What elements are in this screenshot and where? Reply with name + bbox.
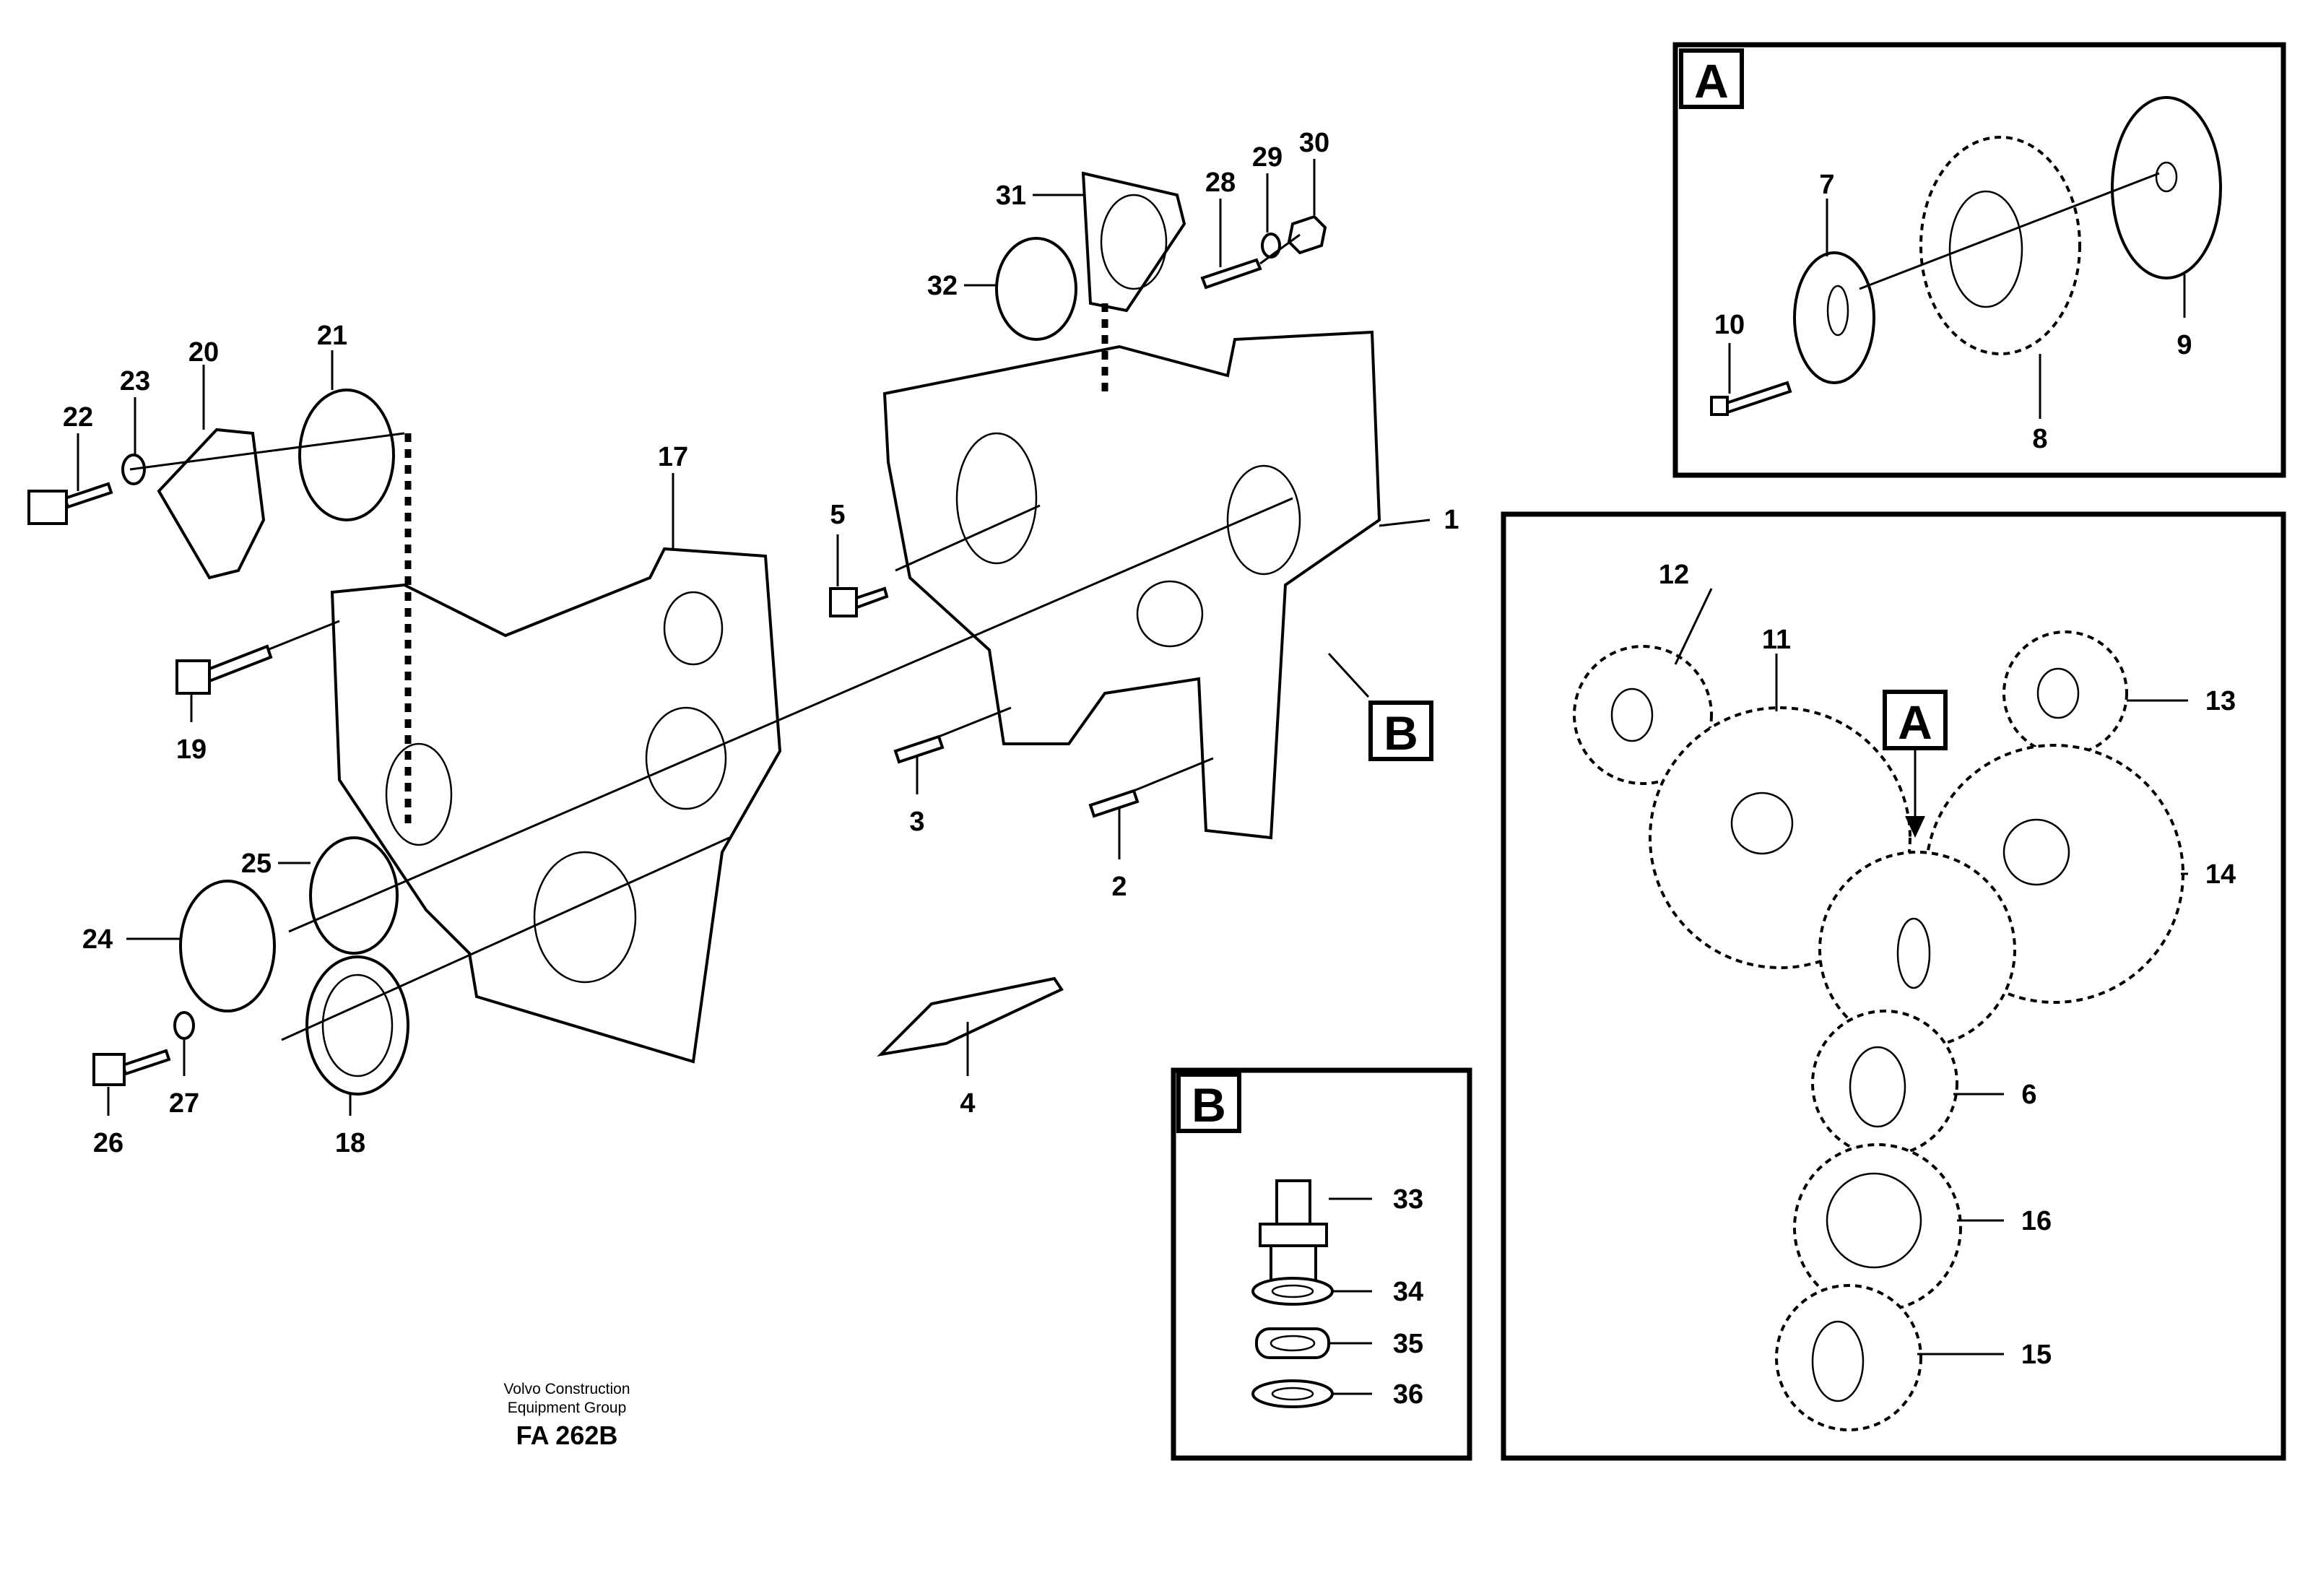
casing-b-ref-box (1368, 701, 1433, 761)
callout-33: 33 (1393, 1184, 1423, 1215)
seal-35-icon (1255, 1327, 1330, 1359)
callout-24: 24 (82, 924, 113, 955)
callout-17: 17 (658, 442, 688, 472)
callout-13: 13 (2205, 686, 2236, 716)
footer: Volvo Construction Equipment Group FA 26… (503, 1381, 630, 1450)
callout-21: 21 (317, 321, 347, 351)
callout-20: 20 (188, 337, 219, 368)
callout-5: 5 (830, 500, 845, 530)
gear-train-frame (1501, 511, 2286, 1461)
detail-a-label-box (1679, 48, 1744, 109)
callout-4: 4 (960, 1088, 975, 1119)
callout-19: 19 (176, 734, 207, 765)
washer-27-icon (173, 1011, 195, 1040)
callout-30: 30 (1299, 128, 1329, 158)
bolt-26-icon (121, 1049, 171, 1076)
callout-11: 11 (1762, 625, 1791, 655)
sealant-tube-4-icon (877, 976, 1064, 1057)
gear-8-bore (1948, 190, 2023, 308)
figure-code: FA 262B (516, 1421, 618, 1450)
detail-a-frame (1672, 42, 2286, 478)
casing-b-ref-label: B (1384, 706, 1418, 760)
bolt-19-head (175, 659, 211, 695)
callout-25: 25 (241, 849, 272, 879)
callout-16: 16 (2021, 1206, 2052, 1236)
detail-b-panel: B 33 34 35 36 (1171, 1067, 1472, 1461)
callout-35: 35 (1393, 1329, 1423, 1359)
hub-7-slot (1826, 285, 1849, 337)
washer-36-icon (1251, 1379, 1334, 1408)
cover-31-icon (1081, 171, 1186, 313)
o-ring-21-icon (298, 389, 395, 521)
thrust-plate-hole (2155, 161, 2178, 193)
callout-7: 7 (1819, 170, 1834, 200)
callout-1: 1 (1444, 505, 1459, 535)
footer-line-1: Volvo Construction (503, 1381, 630, 1397)
gear-train-panel: A 12 11 13 14 6 16 15 (1501, 511, 2286, 1461)
stud-28-icon (1200, 258, 1262, 290)
washer-29-icon (1261, 233, 1281, 259)
callout-2: 2 (1111, 872, 1127, 902)
callout-15: 15 (2021, 1340, 2052, 1370)
callout-26: 26 (93, 1128, 123, 1158)
bolt-10-head (1710, 396, 1729, 416)
sensor-33-icon (1275, 1179, 1311, 1226)
o-ring-25-icon (309, 836, 399, 955)
thrust-plate-9-icon (2111, 96, 2222, 279)
callout-3: 3 (909, 807, 924, 837)
gear-13-icon (2002, 630, 2128, 756)
callout-22: 22 (63, 402, 93, 433)
detail-b-label: B (1192, 1078, 1226, 1132)
detail-b-label-box (1176, 1072, 1241, 1133)
bolt-22-head (27, 490, 68, 525)
washer-34-icon (1251, 1277, 1334, 1306)
callout-36: 36 (1393, 1379, 1423, 1410)
detail-b-frame (1171, 1067, 1472, 1461)
dowel-pin-2-icon (1088, 789, 1140, 818)
sensor-33-hex (1259, 1223, 1328, 1247)
gear-a-ref-label: A (1898, 695, 1932, 749)
detail-a-panel: A 7 8 9 10 (1672, 42, 2286, 478)
callout-34: 34 (1393, 1277, 1423, 1307)
main-exploded-view: B 1 2 3 4 5 17 18 19 20 21 22 23 24 25 2… (27, 128, 1459, 1158)
bolt-26-head (92, 1053, 126, 1086)
o-ring-32-icon (995, 237, 1077, 341)
assembly-axis-a (1859, 172, 2160, 290)
gear-8-icon (1919, 136, 2081, 355)
gear-16-icon (1793, 1143, 1962, 1312)
gear-6-icon (1811, 1010, 1958, 1157)
cover-20-icon (157, 428, 266, 580)
callout-29: 29 (1252, 142, 1283, 173)
dowel-pin-3-icon (893, 734, 945, 764)
gear-15-icon (1775, 1284, 1922, 1431)
bolt-5-head (829, 587, 858, 617)
bolt-19-icon (200, 644, 273, 685)
callout-31: 31 (996, 181, 1026, 211)
callout-6: 6 (2021, 1080, 2036, 1110)
callout-27: 27 (169, 1088, 199, 1119)
timing-gear-casing-1-icon (882, 330, 1381, 840)
cover-24-icon (179, 880, 276, 1012)
detail-a-label: A (1694, 54, 1729, 108)
callout-18: 18 (335, 1128, 365, 1158)
callout-23: 23 (120, 366, 150, 396)
callout-10: 10 (1714, 310, 1745, 340)
callout-12: 12 (1659, 560, 1689, 590)
callout-32: 32 (927, 271, 958, 301)
sensor-33-thread (1270, 1244, 1317, 1283)
callout-14: 14 (2205, 859, 2236, 890)
bolt-22-icon (63, 482, 113, 509)
nut-30-icon (1287, 214, 1327, 255)
callout-9: 9 (2177, 330, 2192, 360)
timing-cover-17-icon (330, 547, 782, 1064)
gear-12-icon (1573, 645, 1713, 785)
callout-8: 8 (2032, 424, 2047, 454)
callout-28: 28 (1205, 168, 1236, 198)
bolt-10-icon (1720, 381, 1792, 415)
footer-line-2: Equipment Group (508, 1400, 627, 1416)
hub-7-icon (1793, 251, 1875, 384)
